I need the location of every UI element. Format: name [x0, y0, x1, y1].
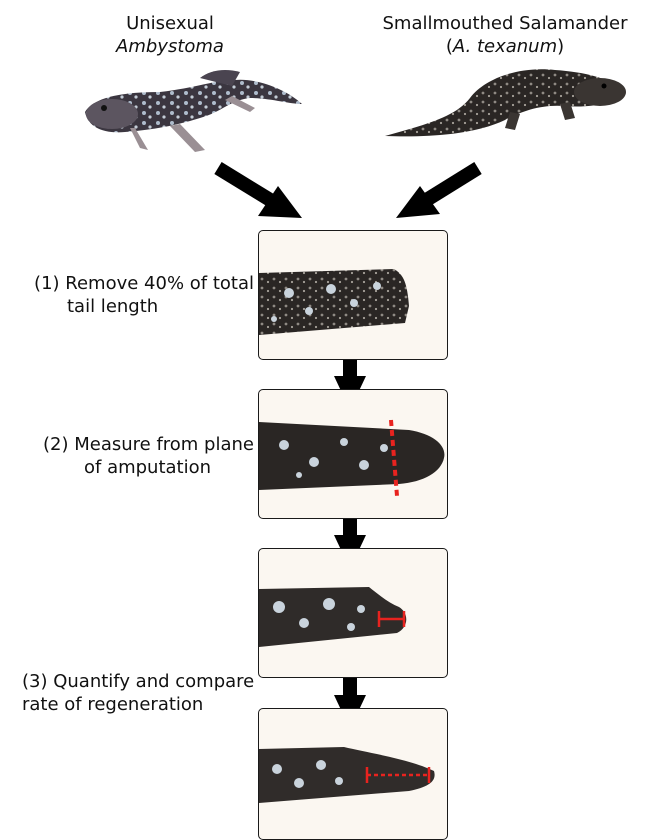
step-label-line2: tail length — [10, 295, 254, 318]
panel-step1-tail — [258, 230, 448, 360]
step-label-1: (1) Remove 40% of total tail length — [10, 272, 254, 318]
step-label-3: (3) Quantify and compare rate of regener… — [22, 670, 262, 716]
unisexual-salamander-image — [85, 70, 302, 152]
texanum-salamander-image — [385, 69, 626, 136]
panel-step3-regeneration-late — [258, 708, 448, 840]
panel-step3-regeneration-early — [258, 548, 448, 678]
step-label-line1: (2) Measure from plane — [10, 433, 254, 456]
step-label-line2: rate of regeneration — [22, 693, 262, 716]
arrow-left-diagonal — [218, 168, 302, 218]
step-label-line2: of amputation — [10, 456, 254, 479]
step-label-2: (2) Measure from plane of amputation — [10, 433, 254, 479]
step-label-line1: (1) Remove 40% of total — [10, 272, 254, 295]
step-label-line1: (3) Quantify and compare — [22, 670, 262, 693]
panel-step2-amputation-plane — [258, 389, 448, 519]
arrow-right-diagonal — [396, 168, 478, 218]
